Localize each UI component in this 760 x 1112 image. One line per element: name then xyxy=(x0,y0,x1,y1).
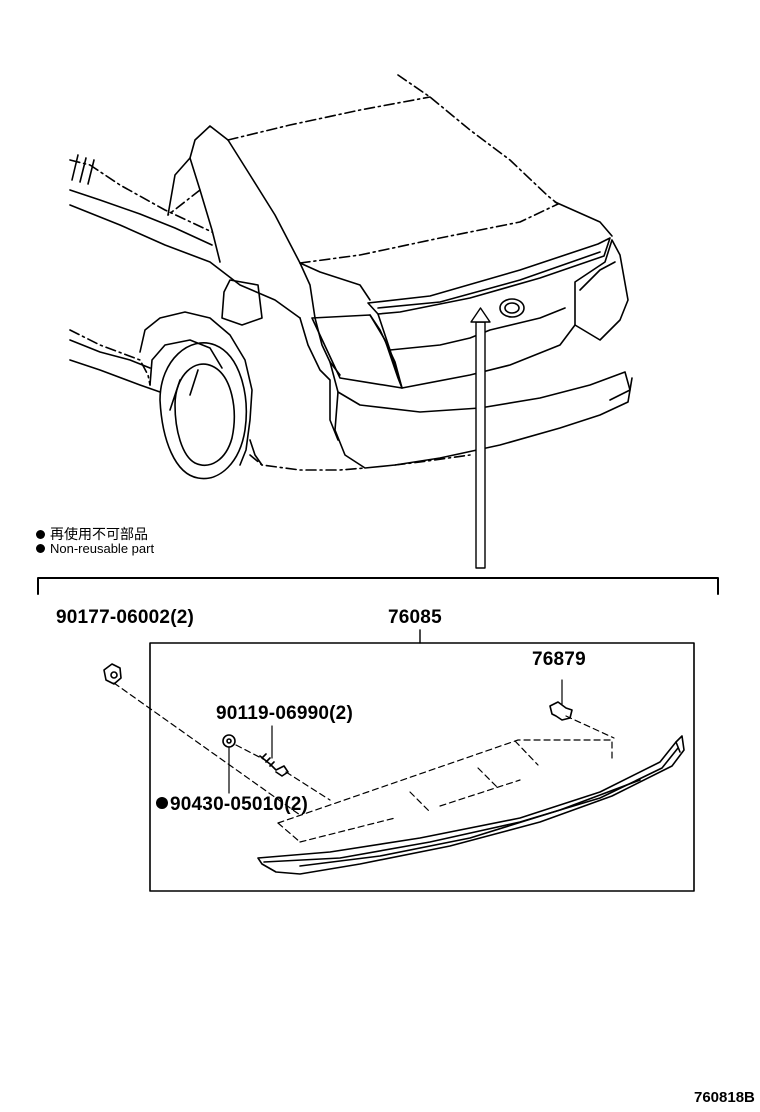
part-number-90119[interactable]: 90119-06990(2) xyxy=(216,703,353,724)
legend-non-reusable-zh: 再使用不可部品 xyxy=(36,524,148,544)
non-reusable-bullet-icon xyxy=(36,529,45,539)
location-arrow xyxy=(470,307,491,569)
part-number-76879[interactable]: 76879 xyxy=(532,649,586,670)
stopper-76879 xyxy=(549,679,615,739)
detail-bracket xyxy=(37,577,719,595)
non-reusable-bullet-icon xyxy=(156,796,168,809)
part-number-76085[interactable]: 76085 xyxy=(388,607,442,628)
legend-non-reusable-en: Non-reusable part xyxy=(36,541,154,556)
spoiler-detail-box xyxy=(149,642,695,892)
part-number-90430[interactable]: 90430-05010(2) xyxy=(156,794,308,816)
washer-90430 xyxy=(222,734,266,794)
legend-en-text: Non-reusable part xyxy=(50,541,155,556)
screw-90119 xyxy=(259,725,331,801)
part-number-90430-text: 90430-05010(2) xyxy=(170,794,309,815)
rear-spoiler-part xyxy=(257,735,685,875)
part-number-90177[interactable]: 90177-06002(2) xyxy=(56,607,195,628)
legend-zh-text: 再使用不可部品 xyxy=(50,526,148,542)
non-reusable-bullet-icon xyxy=(36,544,45,554)
car-rear-illustration xyxy=(69,74,633,480)
illustration-code: 760818B xyxy=(694,1089,755,1106)
clip-90177 xyxy=(103,663,301,816)
mounting-plane xyxy=(277,739,613,843)
